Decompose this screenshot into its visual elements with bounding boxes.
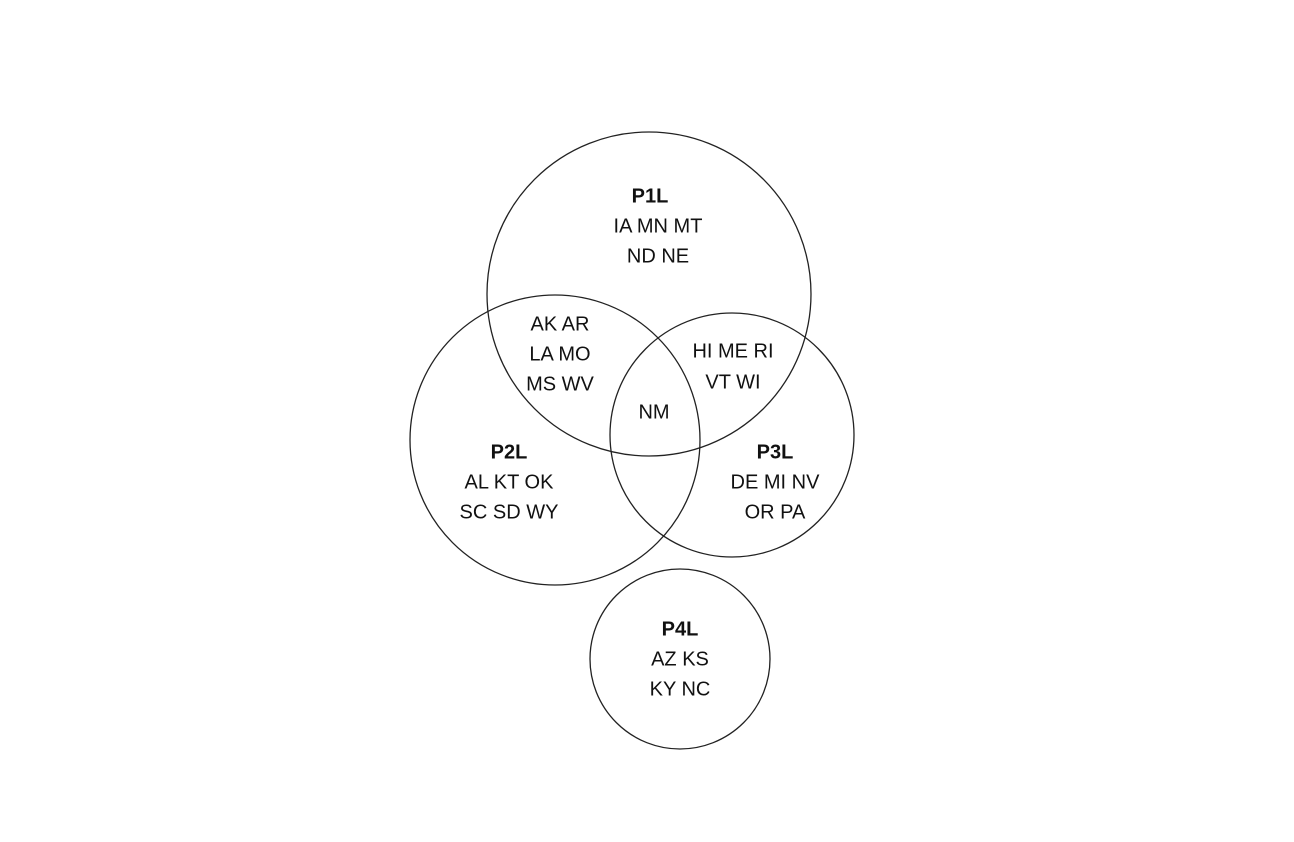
p3l-members-line1: DE MI NV xyxy=(731,471,821,493)
p1l-members-line1: IA MN MT xyxy=(614,215,703,237)
p4l-members-line2: KY NC xyxy=(650,678,711,700)
p1-p2-members-line2: LA MO xyxy=(529,343,590,365)
p2l-members-line2: SC SD WY xyxy=(460,501,559,523)
p4l-title: P4L xyxy=(662,618,699,640)
circle-p4l xyxy=(589,568,771,750)
p2l-members-line1: AL KT OK xyxy=(465,471,555,493)
p1-p2-p3-members: NM xyxy=(638,401,669,423)
p1l-title: P1L xyxy=(632,185,669,207)
p1l-members-line2: ND NE xyxy=(627,245,689,267)
p4l-members-line1: AZ KS xyxy=(651,648,709,670)
p1-p3-members-line2: VT WI xyxy=(705,371,760,393)
p2l-title: P2L xyxy=(491,441,528,463)
p3l-members-line2: OR PA xyxy=(745,501,806,523)
p1-p2-members-line3: MS WV xyxy=(526,373,594,395)
circle-p1l xyxy=(486,131,812,457)
p1-p2-members-line1: AK AR xyxy=(531,313,590,335)
circle-p3l xyxy=(609,312,855,558)
circle-p2l xyxy=(409,294,701,586)
p1-p3-members-line1: HI ME RI xyxy=(692,340,773,362)
p3l-title: P3L xyxy=(757,441,794,463)
